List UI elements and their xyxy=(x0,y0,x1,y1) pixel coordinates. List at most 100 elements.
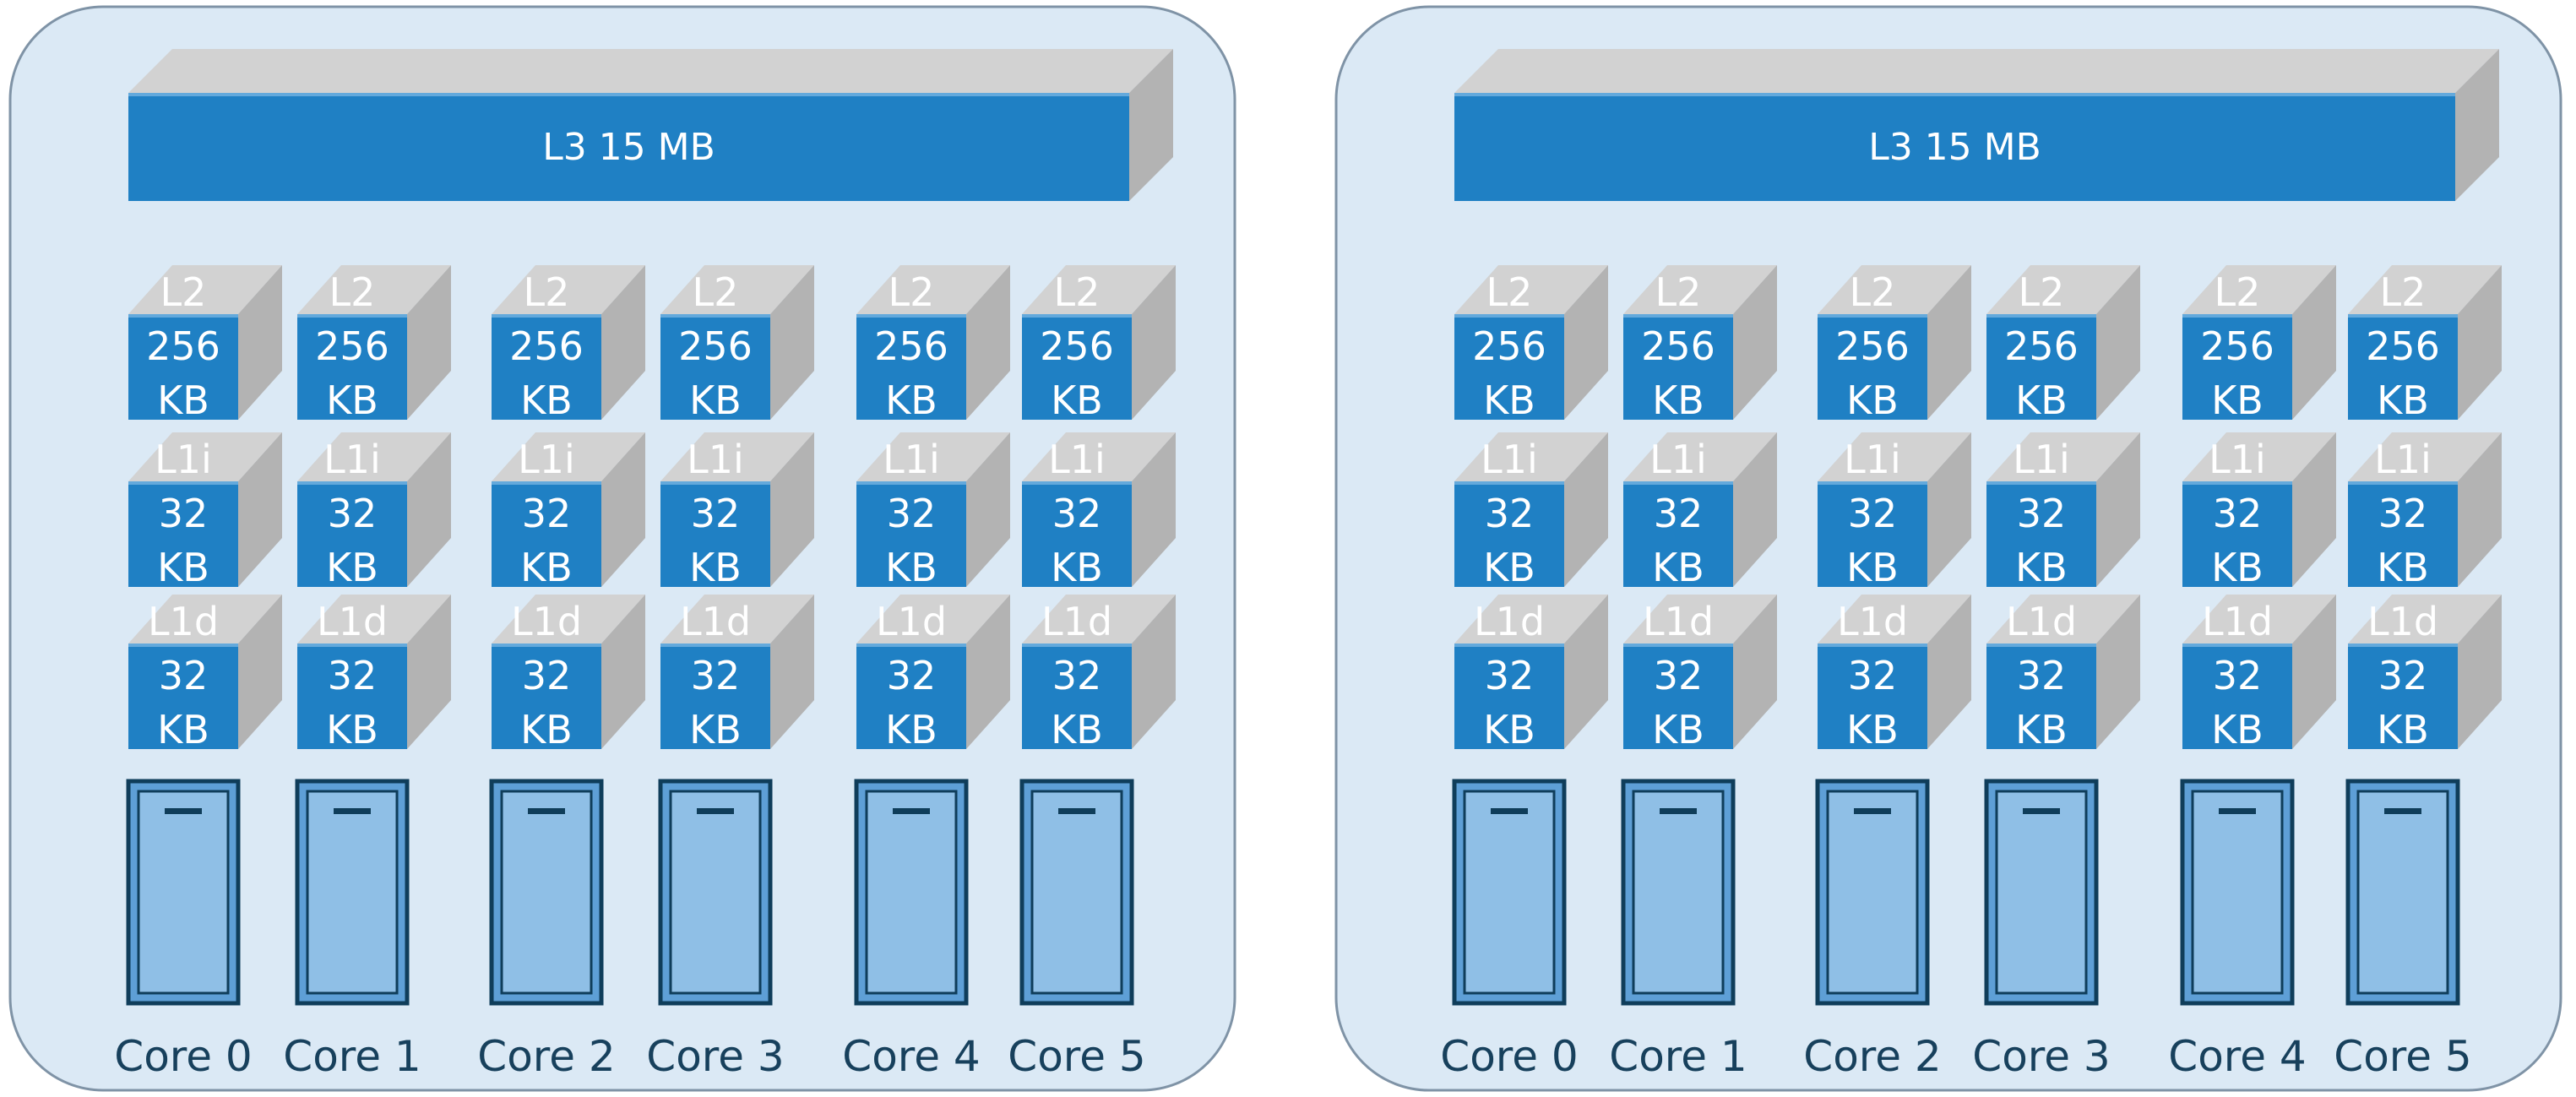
l2-cache xyxy=(1623,265,1777,420)
core-slot-icon xyxy=(893,808,930,814)
l1d-cache-label: KB xyxy=(689,707,742,752)
l1i-cache-label: L1i xyxy=(1649,437,1707,482)
l1d-cache xyxy=(1986,595,2140,749)
l1i-cache-label: KB xyxy=(689,545,742,590)
core-label: Core 5 xyxy=(1008,1032,1145,1081)
l2-cache-label: KB xyxy=(885,377,937,423)
l1i-cache xyxy=(856,432,1010,587)
core-label: Core 0 xyxy=(114,1032,252,1081)
l2-cache-label: L2 xyxy=(524,269,570,315)
l1d-cache-label: 32 xyxy=(1848,653,1898,698)
core-slot-icon xyxy=(1854,808,1891,814)
l1d-cache-label: L1d xyxy=(876,599,947,644)
core-label: Core 1 xyxy=(283,1032,421,1081)
l1d-cache xyxy=(1454,595,1608,749)
l2-cache xyxy=(128,265,282,420)
l2-cache-label: KB xyxy=(1483,377,1535,423)
core-bay xyxy=(1995,790,2088,995)
core-bay xyxy=(1463,790,1556,995)
l1d-cache xyxy=(2348,595,2502,749)
l2-cache-label: 256 xyxy=(315,323,389,369)
l2-cache-label: 256 xyxy=(2366,323,2440,369)
l1i-cache-label: L1i xyxy=(2209,437,2266,482)
l1i-cache-label: KB xyxy=(2015,545,2068,590)
l1d-cache-label: KB xyxy=(1652,707,1704,752)
l1d-cache xyxy=(128,595,282,749)
l2-cache xyxy=(1986,265,2140,420)
l2-cache xyxy=(660,265,814,420)
l1d-cache xyxy=(297,595,451,749)
l1d-cache-label: KB xyxy=(1051,707,1103,752)
l2-cache-label: KB xyxy=(157,377,209,423)
core-bay xyxy=(1030,790,1123,995)
core-bay xyxy=(306,790,399,995)
l1d-cache-label: L1d xyxy=(511,599,582,644)
l1d-cache-label: KB xyxy=(885,707,937,752)
l1d-cache xyxy=(1623,595,1777,749)
l1i-cache-label: KB xyxy=(1483,545,1535,590)
l1d-cache-label: L1d xyxy=(148,599,219,644)
l1d-cache-label: L1d xyxy=(2202,599,2273,644)
l1d-cache-label: L1d xyxy=(2006,599,2077,644)
l1d-cache xyxy=(1818,595,1971,749)
l1d-cache-label: KB xyxy=(1483,707,1535,752)
l1d-cache xyxy=(856,595,1010,749)
core-slot-icon xyxy=(697,808,734,814)
l1d-cache-label: KB xyxy=(2211,707,2264,752)
l2-cache xyxy=(297,265,451,420)
l2-cache-label: KB xyxy=(2377,377,2429,423)
l2-cache-label: 256 xyxy=(1040,323,1114,369)
l2-cache xyxy=(1022,265,1176,420)
l1i-cache-label: 32 xyxy=(2213,491,2263,536)
l1d-cache-label: L1d xyxy=(1041,599,1112,644)
l2-cache-label: 256 xyxy=(1835,323,1910,369)
core-slot-icon xyxy=(1058,808,1095,814)
l1i-cache-label: 32 xyxy=(887,491,937,536)
l2-cache-label: 256 xyxy=(2004,323,2079,369)
l2-cache-label: L2 xyxy=(160,269,207,315)
l1d-cache-label: L1d xyxy=(1837,599,1908,644)
l1i-cache-label: 32 xyxy=(691,491,741,536)
l1d-cache-label: KB xyxy=(326,707,378,752)
core-slot-icon xyxy=(1491,808,1528,814)
l2-cache-label: KB xyxy=(1051,377,1103,423)
l1i-cache-label: 32 xyxy=(2378,491,2428,536)
l1d-cache-label: 32 xyxy=(887,653,937,698)
core-bay xyxy=(2356,790,2449,995)
l1i-cache-label: 32 xyxy=(328,491,378,536)
l3-cache xyxy=(128,49,1173,201)
l2-cache-label: KB xyxy=(1652,377,1704,423)
l1d-cache-label: 32 xyxy=(159,653,209,698)
l2-cache-label: L2 xyxy=(1850,269,1896,315)
core-slot-icon xyxy=(165,808,202,814)
l1i-cache-label: L1i xyxy=(687,437,744,482)
l2-cache-label: L2 xyxy=(1054,269,1101,315)
l2-cache-label: KB xyxy=(2211,377,2264,423)
l1d-cache xyxy=(2182,595,2336,749)
l2-cache xyxy=(2182,265,2336,420)
l1d-cache-label: KB xyxy=(2377,707,2429,752)
l1i-cache xyxy=(1818,432,1971,587)
l1i-cache xyxy=(660,432,814,587)
l1i-cache-label: L1i xyxy=(2013,437,2070,482)
l1i-cache-label: L1i xyxy=(1844,437,1901,482)
l1i-cache-label: 32 xyxy=(159,491,209,536)
l1d-cache-label: 32 xyxy=(1485,653,1535,698)
l1i-cache-label: KB xyxy=(1051,545,1103,590)
l1i-cache-label: L1i xyxy=(155,437,212,482)
l1d-cache xyxy=(1022,595,1176,749)
l2-cache xyxy=(1454,265,1608,420)
l2-cache-label: 256 xyxy=(678,323,753,369)
l1d-cache-label: 32 xyxy=(1052,653,1102,698)
l1i-cache-label: KB xyxy=(520,545,573,590)
l2-cache xyxy=(2348,265,2502,420)
l1i-cache-label: L1i xyxy=(883,437,940,482)
core-slot-icon xyxy=(528,808,565,814)
